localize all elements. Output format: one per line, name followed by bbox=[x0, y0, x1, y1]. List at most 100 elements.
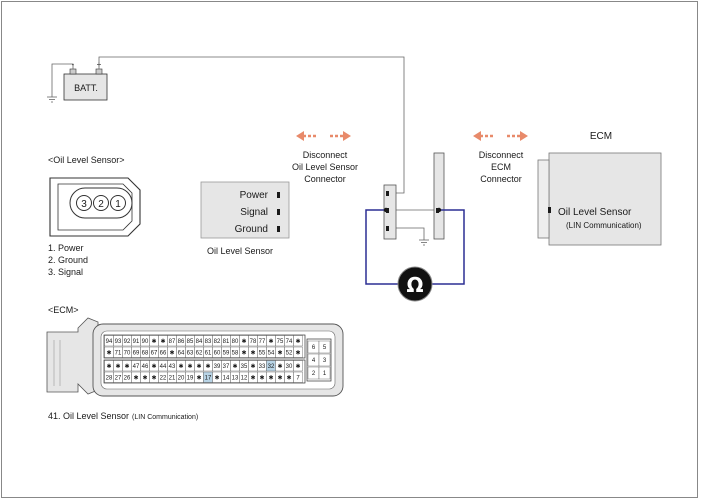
legend-ground: 2. Ground bbox=[48, 255, 88, 265]
ecm-pin-lower-r1-c12-label: ✱ bbox=[214, 374, 219, 381]
ecm-pin-lower-r0-c9-label: ✱ bbox=[187, 363, 192, 370]
battery-ground bbox=[47, 63, 74, 103]
legend-signal: 3. Signal bbox=[48, 267, 83, 277]
ecm-pin-upper-r1-c14-label: 58 bbox=[232, 350, 239, 356]
ecm-pin-upper-r0-c5-label: ✱ bbox=[151, 338, 156, 345]
ecm-pin-side-r1-c1-label: 3 bbox=[323, 358, 327, 364]
sensor-pin-3-label: 3 bbox=[81, 199, 87, 210]
ecm-pin-lower-r0-c0-label: ✱ bbox=[106, 363, 111, 370]
disconnect-ecm-line-2: ECM bbox=[491, 162, 511, 172]
sensor-pin-2 bbox=[93, 195, 109, 211]
ecm-pin-upper-r1-c8-label: 64 bbox=[178, 350, 185, 356]
ecm-pin-upper-r0-c13-label: 81 bbox=[223, 339, 230, 345]
ecm-pin-upper-r1-c2-label: 70 bbox=[124, 350, 131, 356]
ecm-pin-upper-r1-c18-label: 54 bbox=[268, 350, 275, 356]
ecm-pin-upper-r1-c0-label: ✱ bbox=[106, 349, 111, 356]
ecm-pin-lower-r1-c0-label: 28 bbox=[106, 375, 113, 381]
ecm-pin-label: Oil Level Sensor bbox=[558, 207, 632, 218]
ecm-pin-lower-r1-c7-label: 21 bbox=[169, 375, 176, 381]
ecm-pin-lower-r1-c21-label: 7 bbox=[296, 375, 300, 381]
ecm-pin-lower-r1-c13-label: 14 bbox=[223, 375, 230, 381]
ecm-pin-lower-r0-c15-label: 35 bbox=[241, 364, 248, 370]
ecm-pin-upper-r1-c9-label: 63 bbox=[187, 350, 194, 356]
sensor-pin-signal-label: Signal bbox=[240, 207, 268, 218]
lead-probe-sensor-side bbox=[383, 207, 389, 213]
ecm-pin-lower-r1-c3-label: ✱ bbox=[133, 374, 138, 381]
sensor-pin-power-label: Power bbox=[240, 190, 269, 201]
ecm-pin-lower-r0-c21-label: ✱ bbox=[295, 363, 300, 370]
sensor-pin-1 bbox=[110, 195, 126, 211]
ecm-pin-upper-r0-c4-label: 90 bbox=[142, 339, 149, 345]
ecm-pin-upper-r1-c15-label: ✱ bbox=[241, 349, 246, 356]
harness-ground bbox=[396, 227, 429, 246]
ecm-pin-upper-r0-c6-label: ✱ bbox=[160, 338, 165, 345]
ecm-harness-connector bbox=[433, 152, 445, 240]
disconnect-sensor-line-1: Disconnect bbox=[303, 150, 348, 160]
ecm-pin-lower-r1-c6-label: 22 bbox=[160, 375, 167, 381]
ecm-pin-lower-r0-c6-label: 44 bbox=[160, 364, 167, 370]
ecm-pin-lower-r1-c8-label: 20 bbox=[178, 375, 185, 381]
ecm-connector-shell bbox=[537, 159, 550, 239]
ecm-pin-lower-r0-c7-label: 43 bbox=[169, 364, 176, 370]
ecm-pin-upper-r0-c21-cell bbox=[293, 335, 303, 347]
disconnect-sensor-line-2: Oil Level Sensor bbox=[292, 162, 358, 172]
ecm-connector-title: <ECM> bbox=[48, 305, 79, 315]
ecm-pin-lower-r0-c11-label: ✱ bbox=[205, 363, 210, 370]
ecm-pin-upper-r0-c2-label: 92 bbox=[124, 339, 131, 345]
ohmmeter: Ω bbox=[397, 266, 433, 302]
ecm-pin-side-r1-c0-label: 4 bbox=[312, 358, 316, 364]
ecm-pin-upper-r1-c6-label: 66 bbox=[160, 350, 167, 356]
ecm-pin-lower-r0-c12-label: 39 bbox=[214, 364, 221, 370]
disconnect-ecm-arrows bbox=[473, 131, 528, 141]
ecm-pin-upper-r1-c3-label: 69 bbox=[133, 350, 140, 356]
ecm-pin-sublabel: (LIN Communication) bbox=[566, 221, 642, 230]
ecm-pin-lower-r1-c15-label: 12 bbox=[241, 375, 248, 381]
ecm-pin-upper-r1-c12-label: 60 bbox=[214, 350, 221, 356]
ecm-pin-lower-r1-c14-label: 13 bbox=[232, 375, 239, 381]
battery-label: BATT. bbox=[74, 83, 98, 93]
ecm-pin-upper-r1-c7-label: ✱ bbox=[169, 349, 174, 356]
ecm-pin-lower-r0-c5-label: ✱ bbox=[151, 363, 156, 370]
ecm-pin-upper-r0-c8-label: 86 bbox=[178, 339, 185, 345]
harness-connector-pin-3 bbox=[386, 226, 389, 231]
ecm-pin-side-r0-c1-cell bbox=[318, 340, 331, 354]
sensor-harness-connector bbox=[383, 184, 397, 240]
sensor-pin-ground-label: Ground bbox=[235, 224, 268, 235]
ecm-pin-lower-r1-c5-label: ✱ bbox=[151, 374, 156, 381]
ecm-pin-lower-r0-c3-label: 47 bbox=[133, 364, 140, 370]
ecm-pin-lower-r1-c10-label: ✱ bbox=[196, 374, 201, 381]
ecm-pin-upper-r0-c11-label: 83 bbox=[205, 339, 212, 345]
battery-neg-terminal bbox=[69, 68, 77, 75]
ecm-pin-upper-r0-c3-label: 91 bbox=[133, 339, 140, 345]
oil-level-sensor-component: Power Signal Ground Oil Level Sensor bbox=[200, 181, 290, 256]
ecm-pin-side-r2-c1-label: 1 bbox=[323, 371, 327, 377]
ecm-pin-upper-r1-c20-label: 52 bbox=[286, 350, 293, 356]
ecm-pin-lower-r0-c10-label: ✱ bbox=[196, 363, 201, 370]
ecm-pin-upper-r0-c1-label: 93 bbox=[115, 339, 122, 345]
battery-body bbox=[63, 73, 108, 101]
ecm-pin-upper-r1-c19-label: ✱ bbox=[277, 349, 282, 356]
ecm-pin-upper-r1-c11-label: 61 bbox=[205, 350, 212, 356]
ecm-pin-upper-r0-c14-label: 80 bbox=[232, 339, 239, 345]
ecm-pin-upper-r0-c16-label: 78 bbox=[250, 339, 257, 345]
sensor-caption: Oil Level Sensor bbox=[207, 246, 273, 256]
ecm-pin-lower-r0-c21-cell bbox=[293, 360, 303, 372]
ecm-pin-lower-r1-c21-cell bbox=[293, 371, 303, 383]
ecm-pin-lower-r1-c16-label: ✱ bbox=[250, 374, 255, 381]
disconnect-sensor-arrows bbox=[296, 131, 351, 141]
legend-power: 1. Power bbox=[48, 243, 84, 253]
ecm-pin-lower-r1-c9-label: 19 bbox=[187, 375, 194, 381]
battery-pos-terminal bbox=[95, 68, 103, 75]
lead-probe-ecm-side bbox=[436, 207, 442, 213]
ecm-pin-lower-r1-c20-label: ✱ bbox=[286, 374, 291, 381]
ecm-body bbox=[548, 152, 662, 246]
ecm-pin-side-r2-c1-cell bbox=[318, 366, 331, 380]
ecm-pin-upper-r0-c12-label: 82 bbox=[214, 339, 221, 345]
oil-sensor-connector-face: 3 2 1 bbox=[49, 177, 141, 237]
ecm-pin-upper-r1-c10-label: 62 bbox=[196, 350, 203, 356]
disconnect-ecm-line-1: Disconnect bbox=[479, 150, 524, 160]
ecm-pin-upper-r0-c20-label: 74 bbox=[286, 339, 293, 345]
